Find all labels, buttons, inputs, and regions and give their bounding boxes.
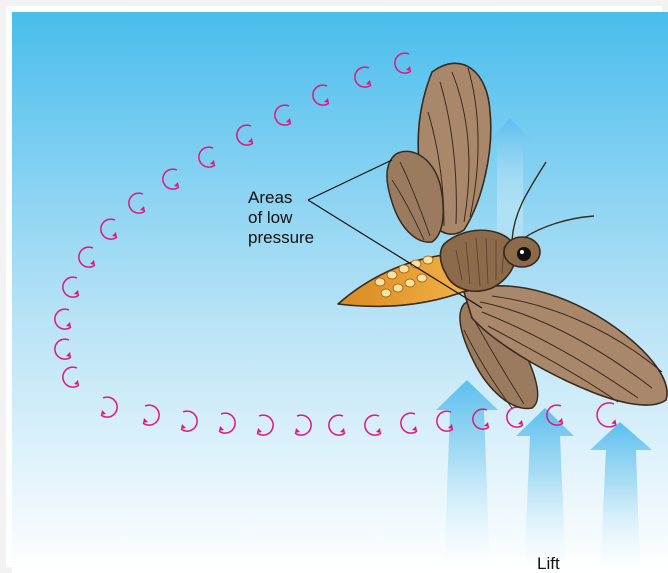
illustration xyxy=(12,12,668,573)
scene: Areas of low pressure Lift xyxy=(12,12,668,573)
lift-label: Lift xyxy=(537,554,560,573)
eye-highlight xyxy=(520,250,524,254)
eye xyxy=(517,247,531,261)
sky-background xyxy=(12,12,668,573)
low-pressure-label-line2: of low xyxy=(248,208,368,228)
low-pressure-label-line3: pressure xyxy=(248,228,368,248)
low-pressure-label-line1: Areas xyxy=(248,188,368,208)
low-pressure-label: Areas of low pressure xyxy=(248,188,368,248)
